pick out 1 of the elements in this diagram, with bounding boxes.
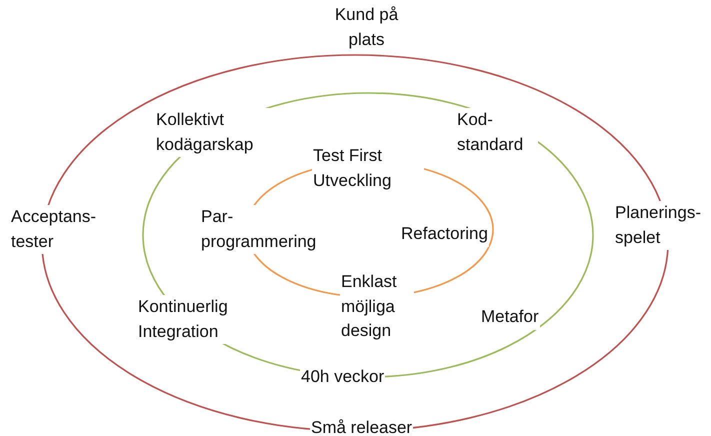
practice-label: Små releaser bbox=[310, 416, 414, 436]
